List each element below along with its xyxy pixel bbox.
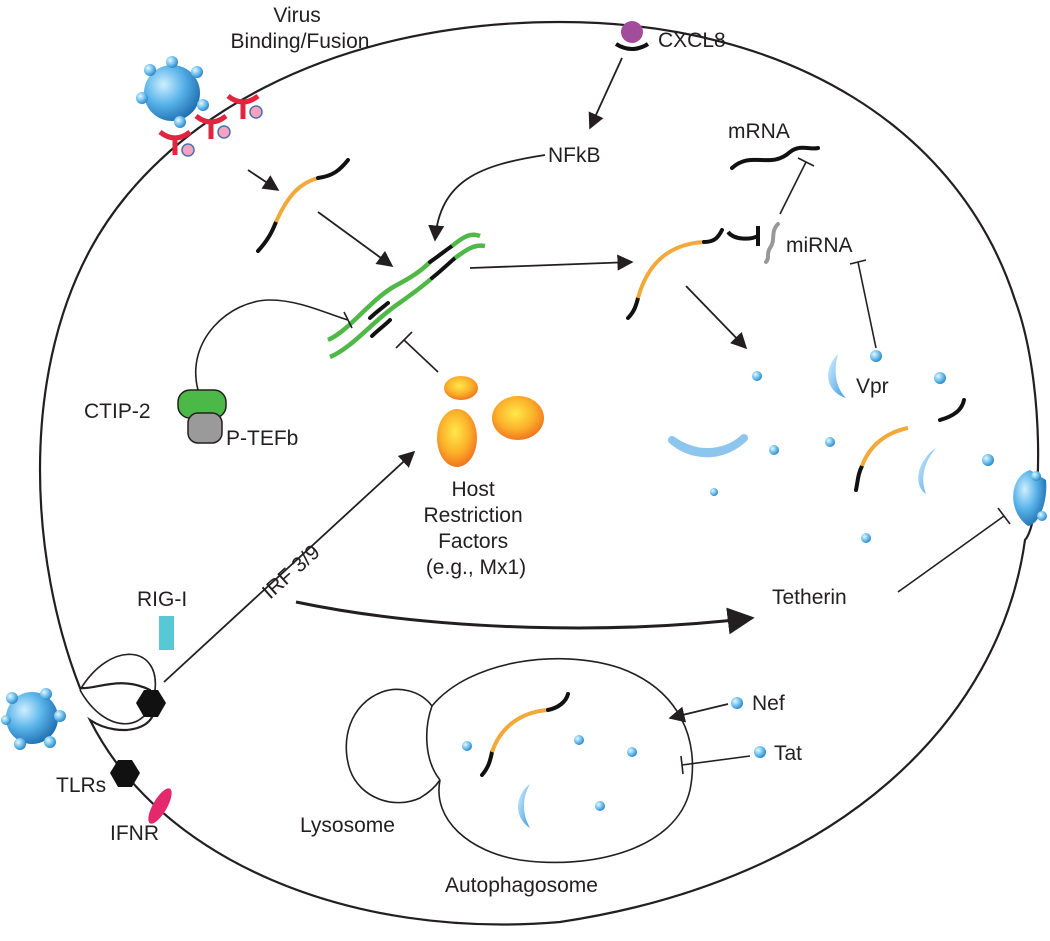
cxcl8-receptor-icon: [614, 42, 650, 51]
vpr-inhibit-line: [857, 261, 877, 349]
nfkb-label: NFkB: [548, 144, 601, 167]
ifnr-label: IFNR: [110, 822, 159, 845]
virus-binding-label-line1: Virus: [273, 4, 320, 27]
ptefb-icon: [187, 412, 223, 444]
tat-label: Tat: [774, 742, 802, 765]
mirna-label: miRNA: [786, 234, 853, 257]
autophagosome-contents: [462, 692, 637, 828]
tat-icon: [754, 746, 766, 758]
ptefb-label: P-TEFb: [226, 427, 298, 450]
nef-arrow: [668, 703, 729, 723]
lysosome-outline: [345, 688, 441, 804]
mrna-label: mRNA: [728, 120, 790, 143]
mrna-strand: [730, 145, 820, 170]
nfkb-to-provirus-arrow: [428, 154, 546, 242]
host-restriction-label: Host Restriction Factors (e.g., Mx1): [423, 478, 528, 579]
irf-label: IRF 3/9: [258, 541, 325, 604]
vpr-label: Vpr: [856, 375, 889, 398]
lysosome-label: Lysosome: [300, 814, 395, 837]
autophagosome-outline: [431, 657, 694, 864]
virion-icon: [136, 56, 209, 128]
endosome-pocket: [79, 653, 157, 725]
budding-virion-icon: [1013, 470, 1047, 526]
tat-inhibit-line: [681, 755, 751, 766]
tlrs-label: TLRs: [56, 774, 106, 797]
tetherin-inhibit-line: [897, 515, 1005, 593]
ctip2-label: CTIP-2: [84, 400, 151, 423]
host-restriction-factors-icon: [437, 376, 544, 467]
tlr-icon: [110, 760, 140, 787]
ctip2-inhibit-line: [195, 299, 349, 391]
rig-i-label: RIG-I: [137, 588, 187, 611]
ifnr-icon: [148, 788, 172, 824]
integration-arrow: [317, 211, 394, 267]
host-restriction-label-line4: (e.g., Mx1): [426, 556, 526, 579]
extracellular-virion-icon: [1, 688, 66, 750]
virus-binding-label: Virus Binding/Fusion: [231, 4, 370, 53]
nef-label: Nef: [752, 692, 785, 715]
virion-assembly-fragments: [668, 371, 994, 543]
irf-arrow: [163, 450, 416, 683]
cxcl8-icon: [621, 21, 643, 43]
autophagosome-label: Autophagosome: [445, 874, 598, 897]
entry-arrow: [247, 169, 280, 191]
host-restriction-label-line3: Factors: [438, 530, 508, 553]
endosomal-tlr-icon: [136, 690, 166, 717]
transcription-arrow: [469, 254, 634, 271]
viral-rna-transcript: [626, 228, 724, 320]
virus-binding-label-line2: Binding/Fusion: [231, 30, 370, 53]
cell-membrane: [38, 20, 1040, 926]
vpr-dot-icon: [870, 350, 882, 362]
assembly-arrow: [685, 285, 748, 350]
mirna-strand: [764, 222, 780, 264]
cxcl8-label: CXCL8: [658, 29, 726, 52]
rig-i-icon: [159, 616, 174, 650]
ifn-to-tetherin-arrow: [295, 600, 755, 635]
nef-icon: [731, 697, 743, 709]
vpr-capsid-icon: [828, 354, 846, 398]
viral-receptor-icon: [158, 93, 263, 157]
host-restriction-label-line2: Restriction: [423, 504, 522, 527]
cxcl8-to-nfkb-arrow: [588, 57, 623, 130]
host-restriction-label-line1: Host: [451, 478, 494, 501]
mirna-inhibit-bar: [726, 230, 759, 241]
hrf-inhibit-line: [403, 339, 439, 373]
tetherin-label: Tetherin: [772, 586, 847, 609]
mirna-to-mrna-inhibit: [779, 161, 807, 215]
integrated-provirus-dna: [326, 232, 486, 360]
viral-rna-incoming: [256, 158, 350, 253]
